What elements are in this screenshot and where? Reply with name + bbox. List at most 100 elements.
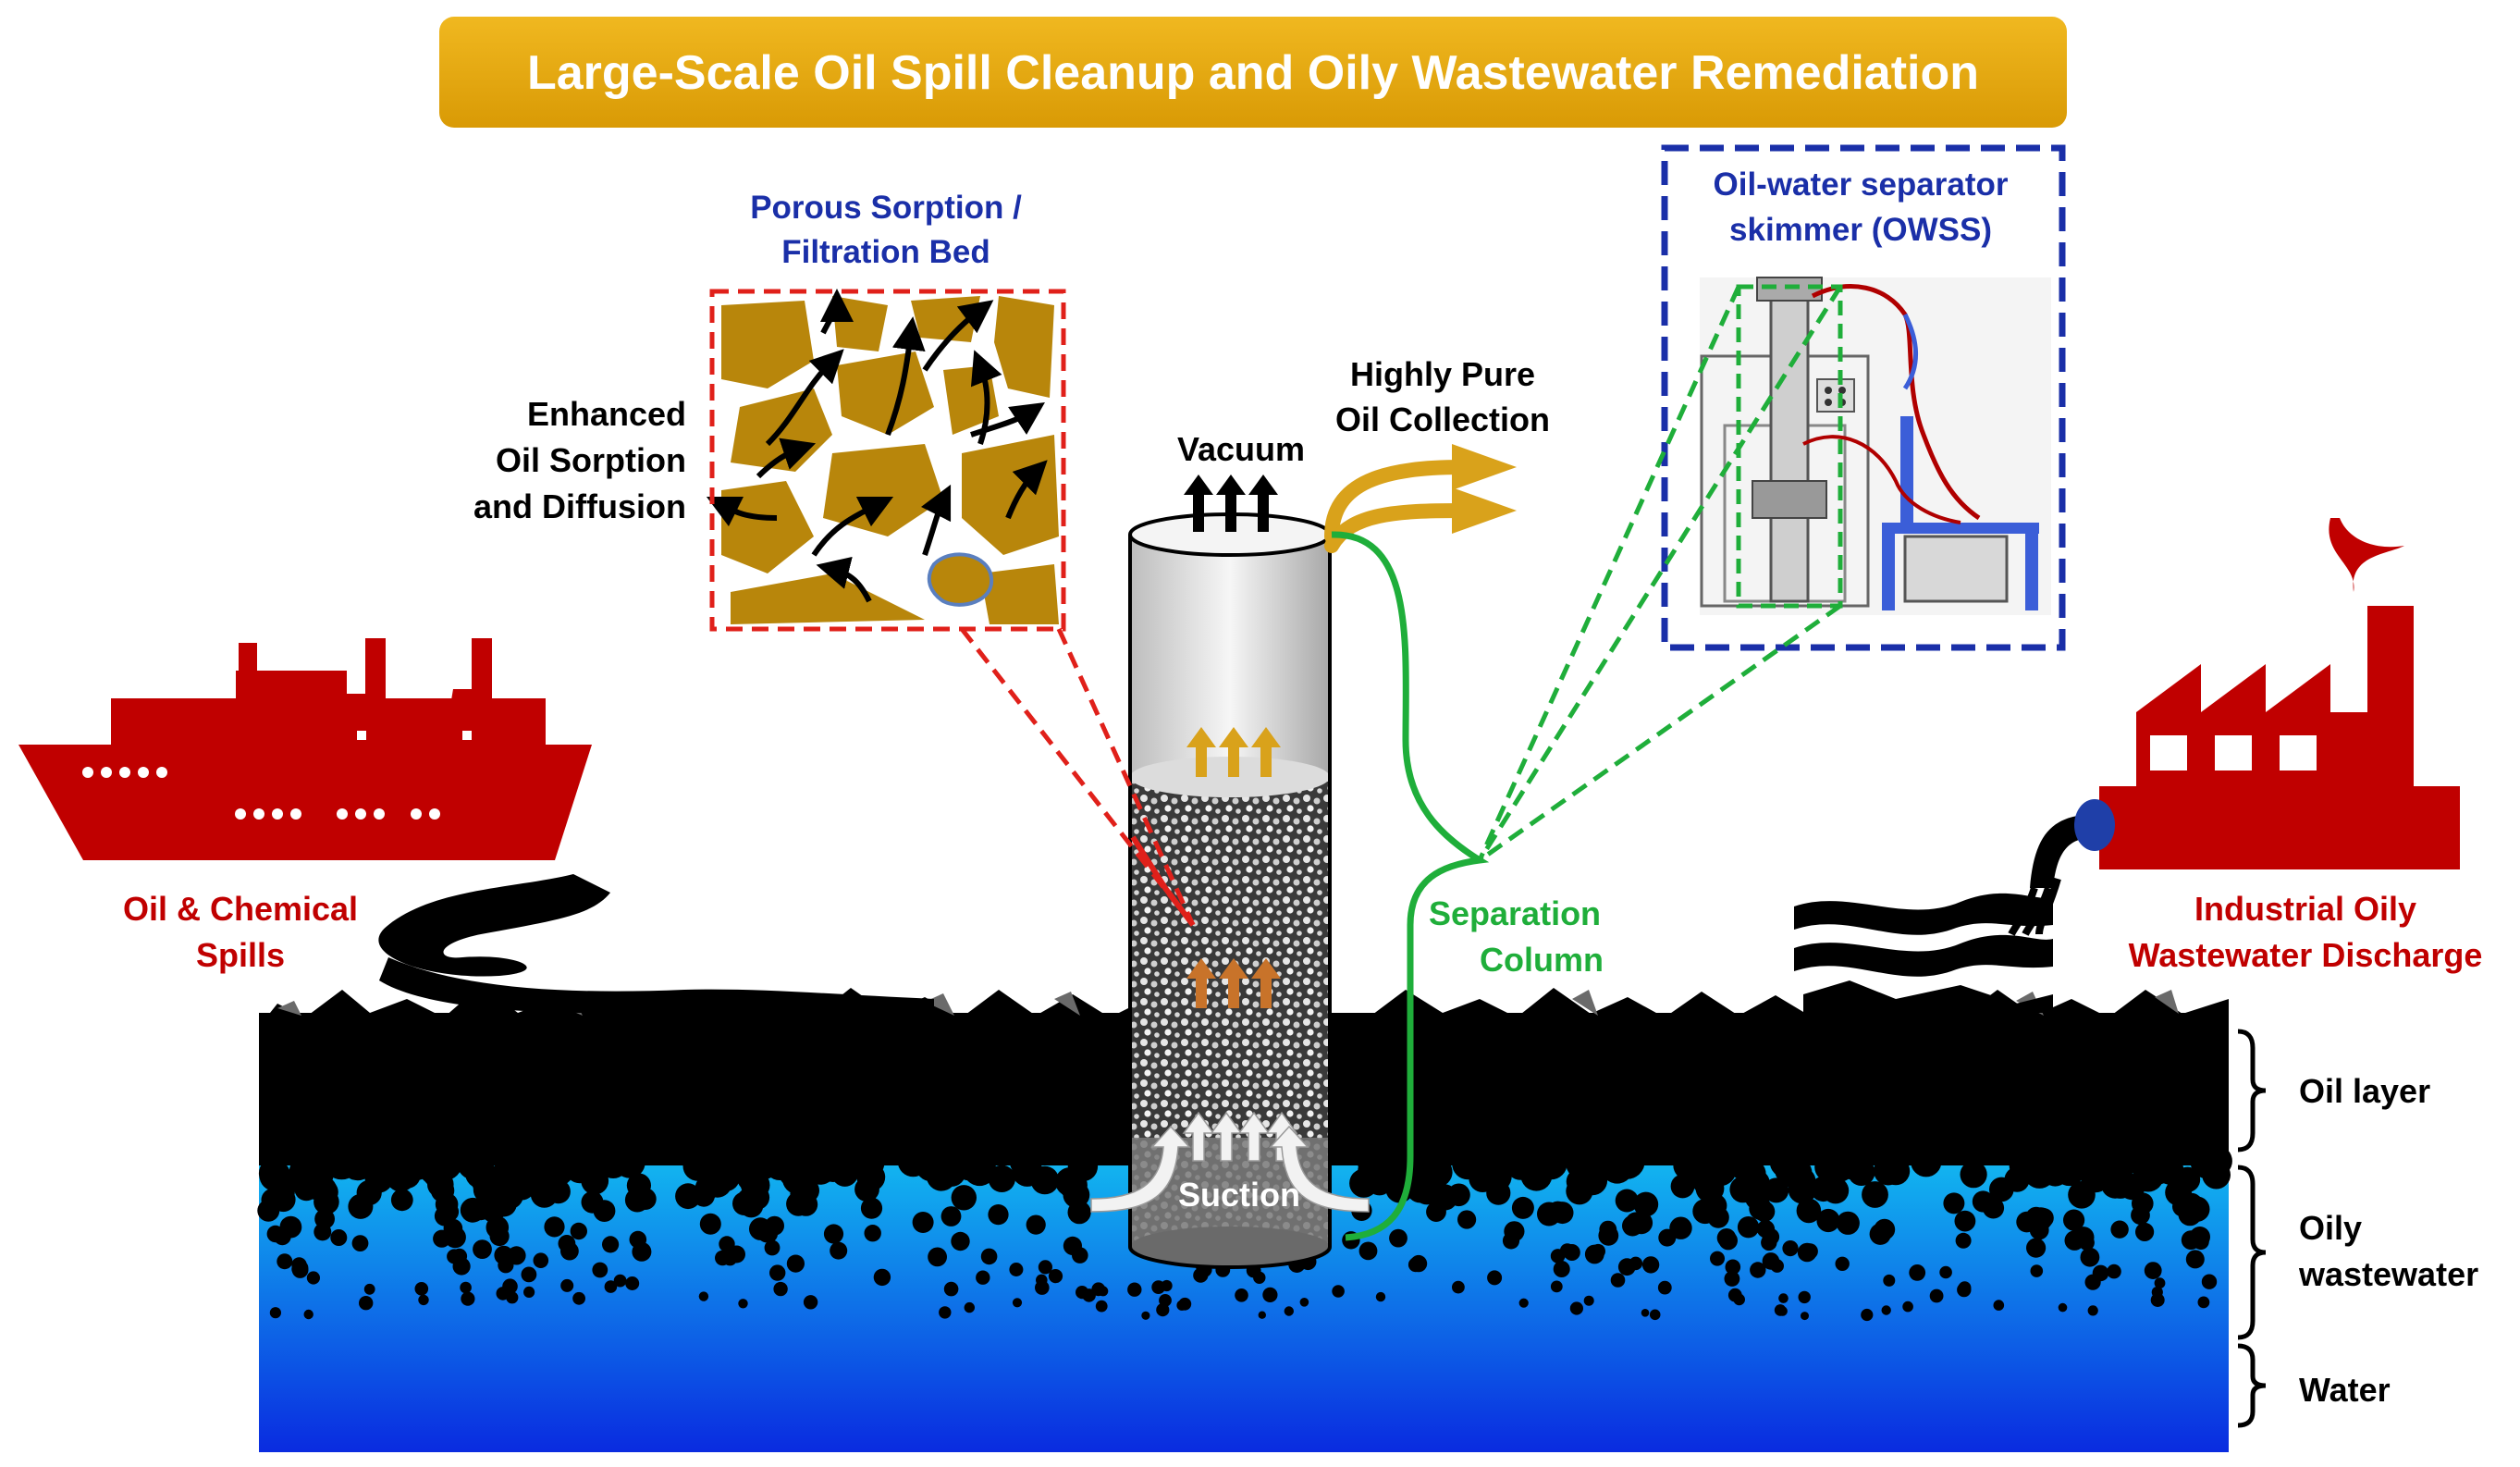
oil-droplet: [2063, 1209, 2085, 1231]
oil-droplet: [1452, 1280, 1465, 1294]
oil-droplet: [1511, 1196, 1534, 1219]
oil-droplet: [1727, 1288, 1742, 1302]
oil-droplet: [1710, 1251, 1725, 1266]
oil-wave-surface: [259, 985, 2229, 1036]
layer-legend: [2237, 1029, 2267, 1428]
oil-droplet: [1796, 1198, 1822, 1224]
oil-droplet: [581, 1190, 604, 1214]
label-oily: Oily: [2299, 1209, 2362, 1247]
factory-icon: [2099, 518, 2460, 869]
oil-droplet: [786, 1254, 805, 1273]
label-oil-spills-line2: Spills: [196, 936, 285, 974]
oil-droplet: [1633, 1191, 1659, 1217]
oil-droplet: [1253, 1271, 1266, 1285]
oil-droplet: [769, 1264, 786, 1281]
oil-droplet: [2029, 1207, 2053, 1231]
label-pure-oil-line2: Oil Collection: [1335, 401, 1550, 438]
label-oil-spills-line1: Oil & Chemical: [123, 890, 358, 928]
oil-droplet: [303, 1309, 313, 1320]
title-banner: [439, 17, 2067, 128]
oil-droplet: [1669, 1216, 1692, 1239]
oil-droplet: [1778, 1293, 1789, 1303]
oil-droplet: [1578, 1165, 1608, 1196]
oil-droplet: [1610, 1273, 1626, 1288]
oil-droplet: [2107, 1264, 2121, 1279]
oil-droplet: [629, 1230, 647, 1249]
oil-droplet: [988, 1165, 1016, 1193]
oil-droplet: [1836, 1211, 1860, 1235]
oil-droplet: [1861, 1308, 1874, 1322]
oil-droplet: [1504, 1221, 1525, 1242]
oil-droplet: [572, 1291, 585, 1305]
oil-droplet: [2030, 1264, 2044, 1277]
oil-droplet: [544, 1216, 565, 1238]
oil-droplet: [330, 1229, 348, 1246]
factory-windows: [2150, 735, 2317, 770]
oil-droplet: [273, 1227, 291, 1246]
oil-droplet: [1481, 1161, 1512, 1192]
label-industrial-line1: Industrial Oily: [2194, 890, 2416, 928]
oil-droplet: [2154, 1277, 2166, 1289]
oil-droplet: [1989, 1177, 2014, 1202]
oil-droplet: [1063, 1181, 1090, 1209]
brace-water: [2237, 1343, 2267, 1428]
oil-droplet: [1072, 1247, 1088, 1264]
oil-droplet: [1598, 1225, 1619, 1246]
oil-droplet: [592, 1262, 608, 1278]
oil-droplet: [1426, 1202, 1446, 1222]
oil-droplet: [1718, 1231, 1739, 1251]
oil-droplet: [1822, 1177, 1850, 1204]
oil-droplet: [1012, 1298, 1023, 1308]
oil-droplet: [570, 1222, 587, 1240]
oil-droplet: [1537, 1202, 1561, 1227]
oil-droplet: [1038, 1260, 1052, 1275]
oil-droplet: [1284, 1306, 1295, 1316]
oil-droplet: [460, 1197, 486, 1223]
oil-droplet: [558, 1235, 576, 1252]
oil-droplet: [823, 1224, 844, 1244]
oil-droplet: [1518, 1298, 1529, 1308]
oil-droplet: [951, 1185, 977, 1211]
oil-droplet: [1622, 1214, 1643, 1237]
oil-droplet: [444, 1226, 466, 1249]
oil-droplet: [414, 1282, 429, 1296]
oil-droplet: [506, 1291, 519, 1304]
oil-droplet: [728, 1245, 745, 1264]
oil-droplet: [951, 1231, 970, 1251]
oil-droplet: [1943, 1192, 1965, 1214]
oil-droplet: [1777, 1306, 1788, 1316]
oil-droplet: [1161, 1279, 1173, 1292]
label-enhanced-line3: and Diffusion: [473, 487, 686, 525]
separator-machine-icon: [1661, 144, 2066, 651]
oil-droplet: [2026, 1238, 2047, 1258]
oil-droplet: [1332, 1285, 1345, 1298]
oil-droplet: [560, 1278, 574, 1292]
oil-droplet: [498, 1257, 514, 1274]
oil-droplet: [2202, 1160, 2231, 1190]
oil-droplet: [1617, 1258, 1636, 1276]
oil-droplet: [1883, 1274, 1896, 1287]
oil-droplet: [2080, 1247, 2100, 1267]
oil-droplet: [1649, 1309, 1661, 1321]
label-suction: Suction: [1178, 1176, 1300, 1214]
separation-tube: [1331, 531, 1490, 1241]
oil-droplet: [1358, 1241, 1378, 1261]
oil-droplet: [1641, 1256, 1660, 1274]
oil-droplet: [461, 1291, 475, 1306]
oil-droplet: [1375, 1291, 1386, 1302]
oil-droplet: [1993, 1300, 2005, 1311]
oil-droplet: [1413, 1177, 1441, 1205]
oil-droplet: [2058, 1302, 2068, 1313]
oil-droplet: [1761, 1234, 1777, 1251]
oil-droplet: [269, 1307, 281, 1319]
oil-droplet: [1764, 1177, 1789, 1203]
oil-droplet: [386, 1162, 416, 1192]
oil-droplet: [433, 1229, 451, 1248]
oil-droplet: [1048, 1269, 1063, 1284]
oil-droplet: [1487, 1270, 1503, 1286]
oil-droplet: [1550, 1249, 1566, 1264]
oil-droplet: [348, 1193, 374, 1219]
oil-droplet: [351, 1235, 369, 1251]
brace-oil-layer: [2237, 1029, 2267, 1153]
